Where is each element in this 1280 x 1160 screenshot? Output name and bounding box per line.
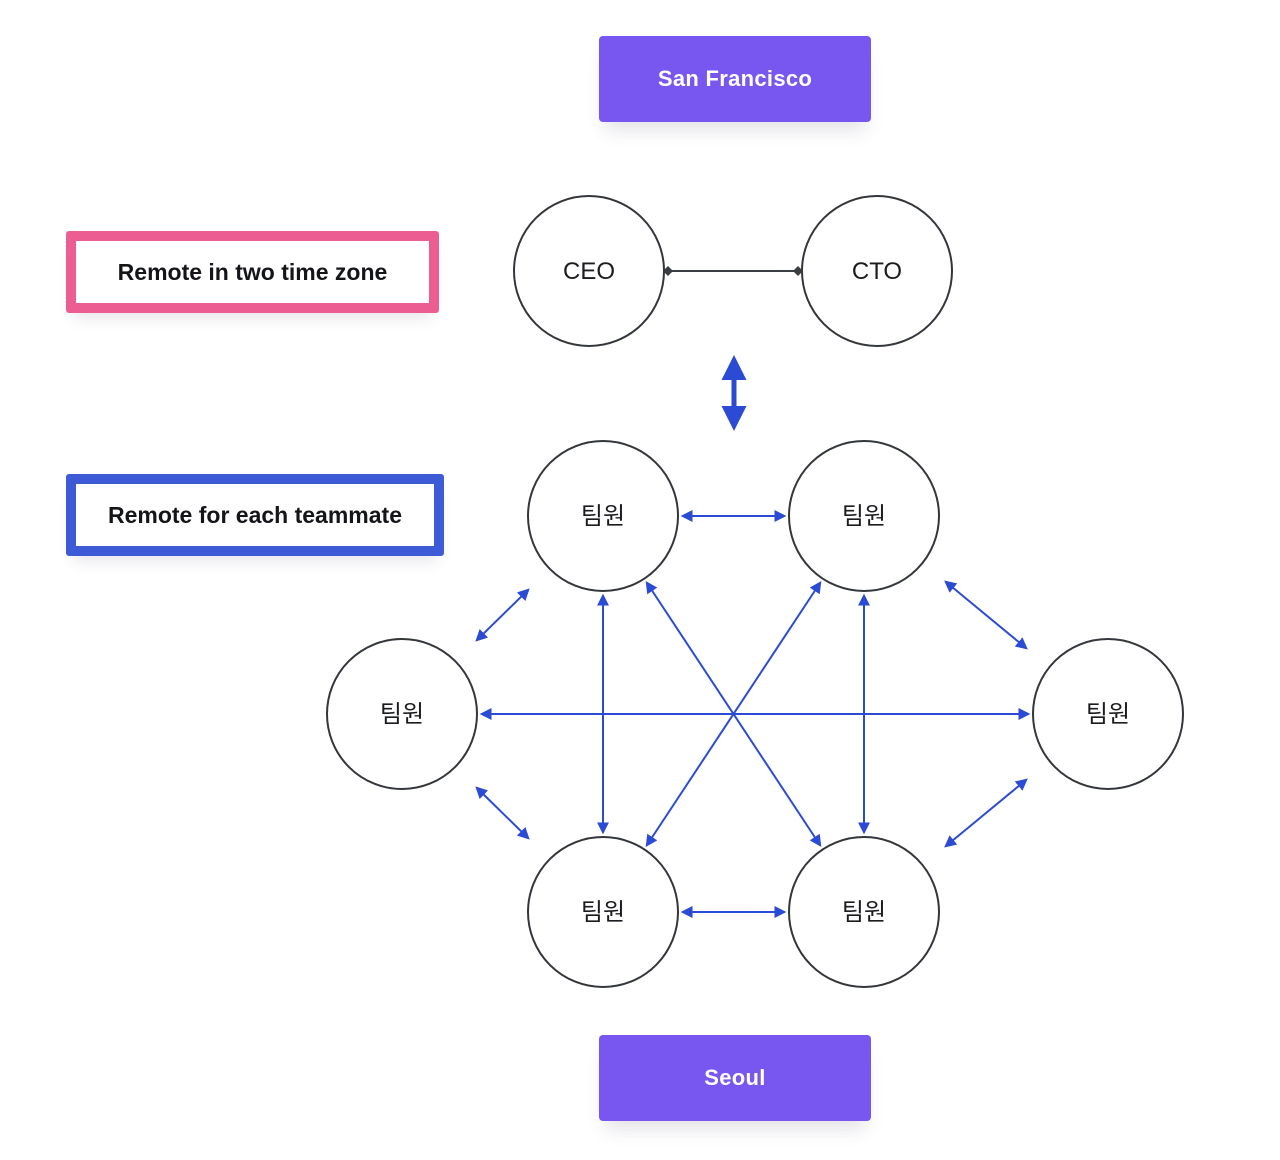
- node-cto: [801, 195, 953, 347]
- node-member-right: [1032, 638, 1184, 790]
- node-member-top-right-label: 팀원: [842, 503, 886, 530]
- node-member-bottom-right: [788, 836, 940, 988]
- node-member-left: [326, 638, 478, 790]
- node-ceo: [513, 195, 665, 347]
- location-banner-san-francisco: San Francisco: [599, 36, 871, 122]
- node-member-top-left: [527, 440, 679, 592]
- node-member-bottom-left-label: 팀원: [581, 899, 625, 926]
- edge-topright-bottomleft: [645, 580, 822, 848]
- edge-right-bottomright: [944, 778, 1028, 848]
- legend-remote-two-time-zones: Remote in two time zone: [66, 231, 439, 313]
- node-member-bottom-right-label: 팀원: [842, 899, 886, 926]
- node-member-left-label: 팀원: [380, 701, 424, 728]
- node-ceo-label: CEO: [563, 258, 615, 285]
- node-member-bottom-left: [527, 836, 679, 988]
- node-member-top-right: [788, 440, 940, 592]
- legend-remote-each-teammate: Remote for each teammate: [66, 474, 444, 556]
- node-member-right-label: 팀원: [1086, 701, 1130, 728]
- edge-left-bottomleft: [475, 786, 530, 840]
- edge-right-topright: [944, 580, 1028, 650]
- edge-left-topleft: [475, 588, 530, 642]
- location-banner-seoul: Seoul: [599, 1035, 871, 1121]
- node-cto-label: CTO: [852, 258, 902, 285]
- node-member-top-left-label: 팀원: [581, 503, 625, 530]
